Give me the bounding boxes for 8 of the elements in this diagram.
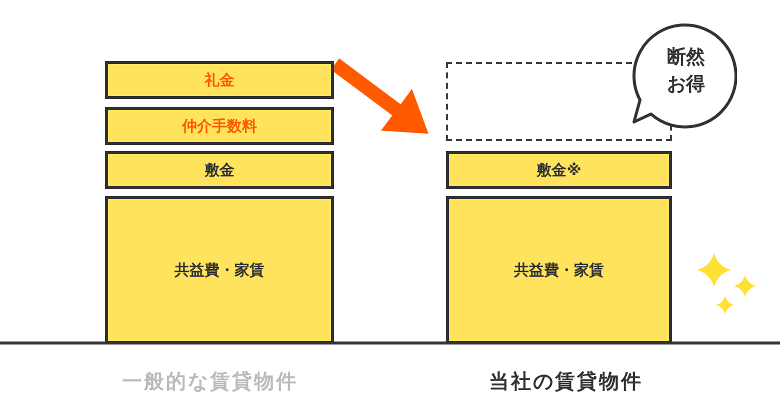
column-caption: 当社の賃貸物件 <box>488 368 644 395</box>
cost-bar: 共益費・家賃 <box>446 196 672 344</box>
cost-bar: 敷金※ <box>446 151 672 189</box>
cost-bar: 共益費・家賃 <box>105 196 334 344</box>
cost-bar: 敷金 <box>105 151 334 189</box>
column-caption: 一般的な賃貸物件 <box>121 368 299 395</box>
cost-bar: 仲介手数料 <box>105 107 334 145</box>
cost-bar: 礼金 <box>105 61 334 99</box>
